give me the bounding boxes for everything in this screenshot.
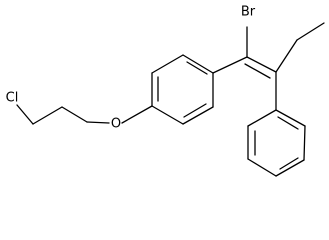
ring2-bond-6 [275, 109, 306, 127]
ring1-bond-5 [182, 106, 214, 125]
ring1-bond-6 [151, 105, 184, 125]
bond-ethyl [296, 22, 325, 41]
ring2-double-2 [279, 157, 299, 170]
bond-c3-o [86, 121, 110, 124]
bond-alkene-ethyl [275, 39, 298, 73]
bond-o-ring [121, 105, 153, 124]
ring1-double-3 [183, 103, 207, 118]
atom-label-oxygen: O [111, 117, 121, 132]
structure-diagram: Cl O Br [6, 5, 325, 177]
ring1-bond-3 [182, 54, 214, 74]
atom-label-bromine: Br [241, 5, 256, 20]
ring2-bond-5 [303, 125, 306, 161]
bond-c1-c2 [32, 106, 63, 125]
ring2-bond-4 [275, 159, 305, 177]
bond-alkene-double [244, 63, 271, 79]
bond-c2-c3 [61, 106, 88, 123]
ring2-double-3 [277, 116, 299, 130]
ring2-bond-3 [247, 158, 277, 177]
bond-alkene [246, 56, 277, 73]
ring1-bond-2 [151, 54, 184, 74]
bond-ring-c-vinyl [212, 56, 248, 74]
ring2-bond-1 [247, 109, 277, 127]
atom-label-chlorine: Cl [6, 91, 19, 106]
ring1-double-2 [186, 61, 208, 75]
bond-cl-c1 [16, 104, 34, 125]
